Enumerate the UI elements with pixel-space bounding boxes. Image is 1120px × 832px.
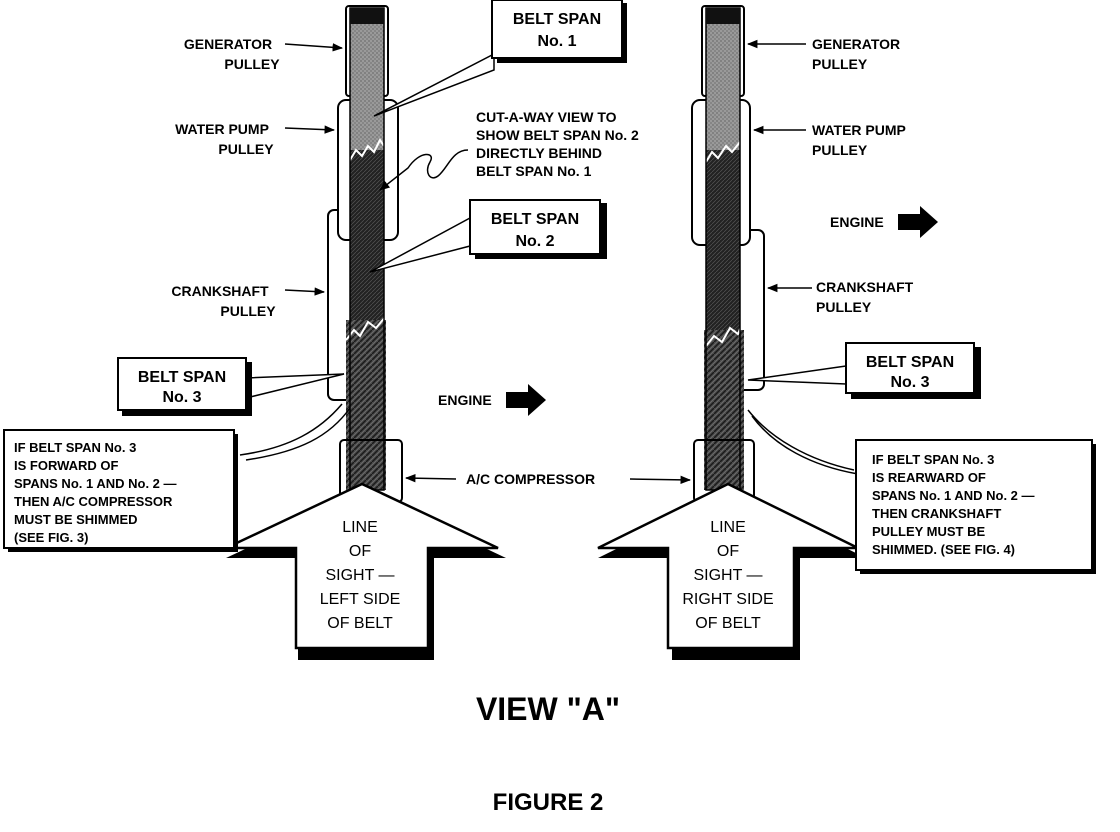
left-crankshaft-label-1: CRANKSHAFT <box>171 283 269 299</box>
left-engine-label: ENGINE <box>438 392 492 408</box>
left-shim-note-line-2: IS FORWARD OF <box>14 458 119 473</box>
right-shim-note-leader-1 <box>747 409 855 471</box>
belt-span-2-label-1: BELT SPAN <box>491 211 579 228</box>
right-belt-span-2-shape <box>706 150 740 340</box>
cutaway-note-line-3: DIRECTLY BEHIND <box>476 145 602 161</box>
left-belt-span-1-shape <box>350 8 384 158</box>
right-engine-arrow <box>898 206 938 238</box>
right-shim-note-line-2: IS REARWARD OF <box>872 470 986 485</box>
left-engine-arrow <box>506 384 546 416</box>
right-cutaway-edge-upper <box>705 141 741 163</box>
ac-compressor-label: A/C COMPRESSOR <box>466 471 595 487</box>
left-ac-compressor-leader <box>404 473 457 483</box>
left-sight-line-4: LEFT SIDE <box>320 591 401 608</box>
right-shim-note-line-1: IF BELT SPAN No. 3 <box>872 452 994 467</box>
right-generator-label-2: PULLEY <box>812 56 868 72</box>
left-belt-span-3-shape <box>346 320 386 490</box>
belt-span-1-label-2: No. 1 <box>537 33 576 50</box>
right-belt-span-3-shape <box>704 330 744 490</box>
left-shim-note-line-3: SPANS No. 1 AND No. 2 — <box>14 476 177 491</box>
right-line-of-sight-arrow <box>597 482 859 650</box>
left-shim-note-leader-2 <box>245 407 351 461</box>
belt-span-1-callout-box <box>491 0 623 59</box>
cutaway-squiggle-leader <box>379 149 469 191</box>
right-cutaway-edge-lower <box>705 319 745 347</box>
belt-span-1-callout-pointer <box>373 52 495 117</box>
right-sight-line-1: LINE <box>710 519 746 536</box>
callouts <box>3 0 1096 574</box>
left-cutaway-edge-upper <box>349 138 385 161</box>
left-shim-note-box <box>3 429 235 549</box>
text-layer: GENERATOR PULLEY WATER PUMP PULLEY CRANK… <box>14 11 1035 816</box>
view-title: VIEW "A" <box>476 691 620 727</box>
left-generator-leader <box>284 43 344 52</box>
left-sight-line-5: OF BELT <box>327 615 393 632</box>
right-belt-span-3-callout-box <box>845 342 975 394</box>
cutaway-note-line-4: BELT SPAN No. 1 <box>476 163 592 179</box>
right-belt-span-1-shape <box>706 8 740 158</box>
right-sight-line-5: OF BELT <box>695 615 761 632</box>
left-belt-span-3-label-2: No. 3 <box>162 389 201 406</box>
left-cutaway-edge-lower <box>345 315 387 341</box>
left-shim-note-line-4: THEN A/C COMPRESSOR <box>14 494 173 509</box>
right-assembly <box>597 5 866 660</box>
left-shim-note-line-5: MUST BE SHIMMED <box>14 512 138 527</box>
right-water-pump-label-1: WATER PUMP <box>812 122 906 138</box>
left-shim-note-line-6: (SEE FIG. 3) <box>14 530 88 545</box>
right-sight-line-3: SIGHT — <box>693 567 762 584</box>
belt-span-1-label-1: BELT SPAN <box>513 11 601 28</box>
figure-title: FIGURE 2 <box>493 789 604 816</box>
left-shim-note-line-1: IF BELT SPAN No. 3 <box>14 440 136 455</box>
right-water-pump-label-2: PULLEY <box>812 142 868 158</box>
right-crankshaft-label-1: CRANKSHAFT <box>816 279 914 295</box>
left-belt-span-3-label-1: BELT SPAN <box>138 369 226 386</box>
left-crankshaft-leader <box>284 287 326 296</box>
right-belt-span-3-label-2: No. 3 <box>890 374 929 391</box>
left-water-pump-label-2: PULLEY <box>218 141 274 157</box>
cutaway-note-line-1: CUT-A-WAY VIEW TO <box>476 109 617 125</box>
belt-span-2-label-2: No. 2 <box>515 233 554 250</box>
left-generator-label-1: GENERATOR <box>184 36 272 52</box>
left-water-pump-label-1: WATER PUMP <box>175 121 269 137</box>
left-assembly <box>225 5 506 660</box>
right-sight-line-4: RIGHT SIDE <box>682 591 773 608</box>
belt-span-2-callout-box <box>469 199 601 255</box>
right-shim-note-line-5: PULLEY MUST BE <box>872 524 985 539</box>
left-generator-label-2: PULLEY <box>224 56 280 72</box>
right-shim-note-line-3: SPANS No. 1 AND No. 2 — <box>872 488 1035 503</box>
left-belt-span-2-shape <box>350 150 384 335</box>
right-generator-label-1: GENERATOR <box>812 36 900 52</box>
right-ac-compressor-leader <box>629 475 692 485</box>
left-sight-line-2: OF <box>349 543 371 560</box>
right-shim-note-line-4: THEN CRANKSHAFT <box>872 506 1001 521</box>
right-sight-line-2: OF <box>717 543 739 560</box>
leader-lines <box>239 39 859 485</box>
left-belt-span-3-callout-box <box>117 357 247 411</box>
right-belt-span-3-label-1: BELT SPAN <box>866 354 954 371</box>
cutaway-note-line-2: SHOW BELT SPAN No. 2 <box>476 127 639 143</box>
left-water-pump-leader <box>284 125 336 134</box>
left-sight-line-1: LINE <box>342 519 378 536</box>
right-shim-note-leader-2 <box>751 415 859 475</box>
left-crankshaft-label-2: PULLEY <box>220 303 276 319</box>
left-shim-note-leader-1 <box>239 403 343 456</box>
left-sight-line-3: SIGHT — <box>325 567 394 584</box>
right-shim-note-line-6: SHIMMED. (SEE FIG. 4) <box>872 542 1015 557</box>
right-crankshaft-label-2: PULLEY <box>816 299 872 315</box>
right-shim-note-box <box>855 439 1093 571</box>
right-engine-label: ENGINE <box>830 214 884 230</box>
